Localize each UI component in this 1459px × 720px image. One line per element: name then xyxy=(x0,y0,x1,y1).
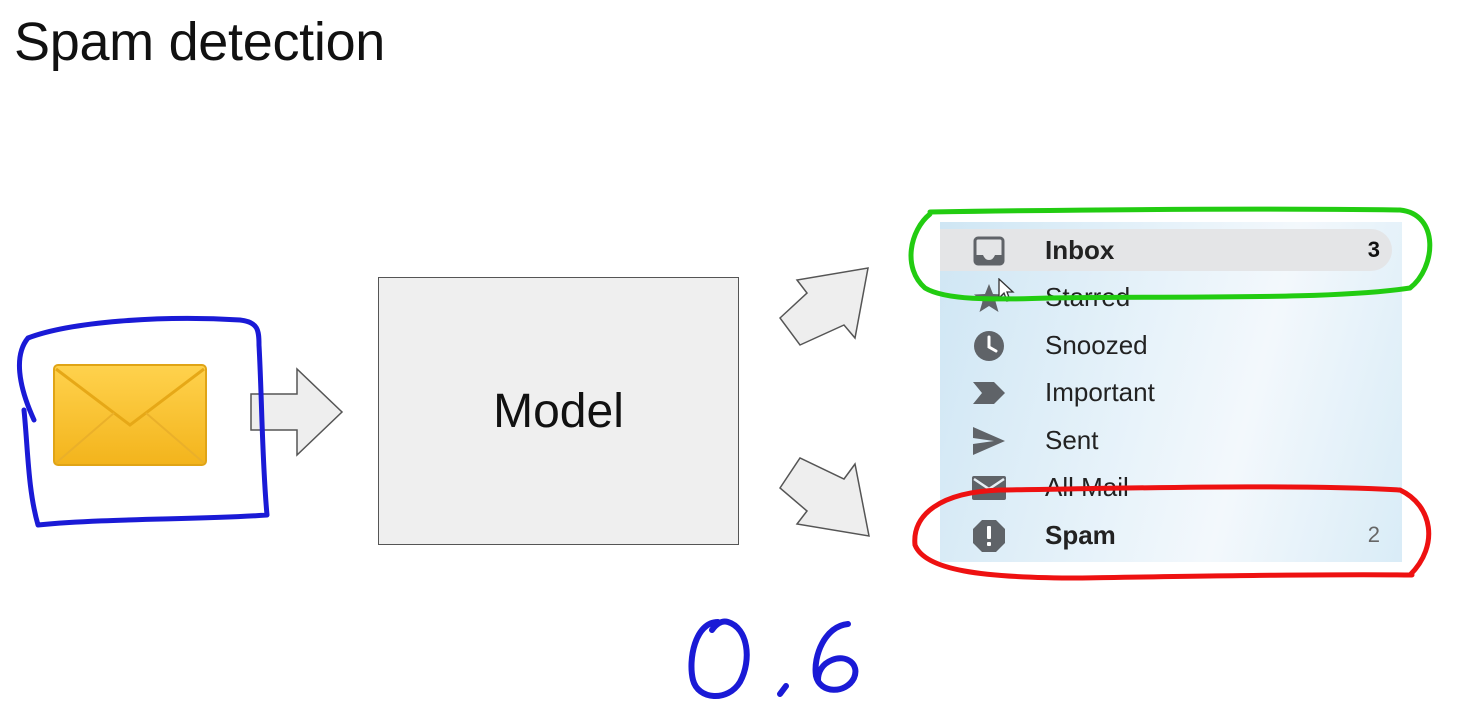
sidebar-item-snoozed[interactable]: Snoozed xyxy=(940,321,1402,369)
handwritten-score xyxy=(688,618,859,699)
model-label: Model xyxy=(493,384,624,438)
sidebar-item-label: Starred xyxy=(1045,281,1131,312)
unread-count: 3 xyxy=(1367,237,1380,262)
important-icon xyxy=(971,380,1007,406)
sidebar-item-sent[interactable]: Sent xyxy=(940,416,1402,464)
handwritten-score-value: 0.6 xyxy=(0,0,1,1)
sidebar-item-label: All Mail xyxy=(1045,471,1129,502)
sidebar-item-label: Sent xyxy=(1045,424,1099,455)
slide-title: Spam detection xyxy=(14,12,386,72)
send-icon xyxy=(971,427,1007,455)
sidebar-item-spam[interactable]: Spam 2 xyxy=(940,511,1402,559)
sidebar-item-all-mail[interactable]: All Mail xyxy=(940,463,1402,511)
sidebar-item-important[interactable]: Important xyxy=(940,368,1402,416)
sidebar-item-inbox[interactable]: Inbox 3 xyxy=(940,226,1402,274)
active-item-highlight xyxy=(940,229,1392,271)
mouse-cursor-icon xyxy=(998,278,1015,302)
unread-count: 2 xyxy=(1367,522,1380,547)
inbox-icon xyxy=(971,236,1007,266)
sidebar-item-label: Snoozed xyxy=(1045,329,1148,360)
email-envelope-icon xyxy=(53,364,207,466)
clock-icon xyxy=(971,331,1007,361)
all-mail-icon xyxy=(971,475,1007,501)
model-box: Model xyxy=(378,277,739,545)
spam-icon xyxy=(971,520,1007,552)
sidebar-item-label: Important xyxy=(1045,376,1155,407)
input-arrow-icon xyxy=(250,367,344,457)
output-arrow-inbox-icon xyxy=(778,267,869,346)
output-arrow-spam-icon xyxy=(779,457,870,537)
sidebar-item-label: Inbox xyxy=(1045,234,1115,265)
sidebar-item-label: Spam xyxy=(1045,519,1116,550)
